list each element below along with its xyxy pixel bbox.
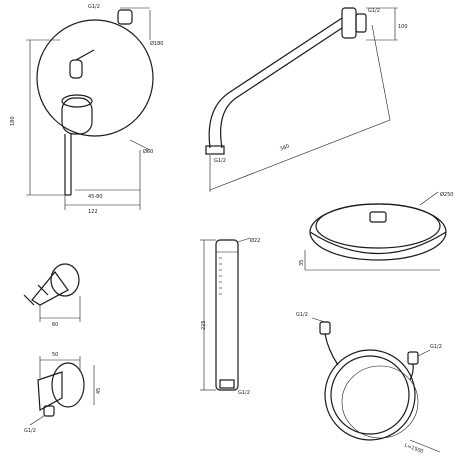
- wall-outlet-drawing: 50 45 G1/2: [24, 352, 102, 434]
- hose-end-a: [319, 321, 331, 335]
- mixer-width-label: 122: [88, 209, 98, 215]
- head-connector: [369, 211, 387, 223]
- head-diameter-label: Ø250: [440, 191, 453, 198]
- hose-length-leader: [409, 439, 441, 453]
- shower-head-drawing: Ø250 35: [299, 191, 453, 271]
- outlet-thread-leader: [29, 415, 45, 426]
- hose-loop-inner: [330, 355, 410, 435]
- arm-length-dim-line: [209, 119, 391, 191]
- mixer-cover-plate: [36, 19, 154, 137]
- mixer-handle-top: [61, 94, 93, 108]
- hose-end-b: [407, 351, 419, 365]
- hose-b-leader: [417, 349, 431, 357]
- arm-wall-nut: [355, 13, 367, 33]
- outlet-height-label: 45: [96, 388, 102, 394]
- mixer-dia-leader: [129, 139, 151, 151]
- mixer-diameter-label: Ø180: [150, 40, 163, 47]
- mixer-handle-dia-label: Ø60: [143, 148, 153, 155]
- arm-height-label: 100: [398, 24, 408, 30]
- outlet-thread: [43, 405, 55, 417]
- arm-tube-upper: [208, 17, 343, 149]
- shower-arm-drawing: 380 G1/2 100 G1/2: [205, 7, 408, 192]
- mixer-height-label: 180: [10, 116, 16, 126]
- arm-tube-lower: [220, 27, 343, 149]
- hand-shower-dia-leader: [237, 237, 251, 243]
- holder-wall-plate: [50, 263, 80, 297]
- head-inner-rim: [315, 203, 441, 249]
- wall-holder-drawing: 60: [23, 263, 81, 328]
- hose-end-b-tube: [409, 363, 414, 381]
- hand-shower-dia-label: Ø22: [250, 237, 260, 244]
- holder-bracket: [31, 271, 69, 306]
- hand-shower-drawing: 225 Ø22 G1/2: [200, 237, 260, 396]
- hand-shower-body: [215, 239, 239, 391]
- hose-a-leader: [311, 317, 326, 323]
- mixer-handle-body: [61, 97, 93, 135]
- hose-loop-back: [341, 365, 419, 439]
- hose-drawing: G1/2 G1/2 L=1500: [296, 312, 442, 455]
- hand-shower-nozzles: [219, 257, 222, 295]
- hand-shower-thread: [219, 379, 235, 389]
- hose-thread-b-label: G1/2: [430, 344, 442, 350]
- mixer-drawing: 180 122 45-80 G1/2 Ø180 Ø60: [10, 4, 163, 215]
- holder-clip-right: [37, 284, 49, 296]
- outlet-thread-label: G1/2: [24, 428, 36, 434]
- diverter-knob: [69, 59, 83, 79]
- outlet-wall-plate: [51, 362, 85, 408]
- mixer-thread-label: G1/2: [88, 4, 100, 10]
- head-dia-leader: [419, 191, 439, 206]
- outlet-width-label: 50: [52, 352, 58, 358]
- arm-thread-label: G1/2: [368, 8, 380, 14]
- head-height-label: 35: [299, 260, 305, 266]
- hand-shower-length-label: 225: [201, 320, 207, 330]
- hand-shower-thread-label: G1/2: [238, 390, 250, 396]
- arm-wall-flange: [341, 7, 357, 39]
- holder-width-label: 60: [52, 322, 58, 328]
- arm-outlet-nut: [205, 145, 225, 155]
- hose-end-a-tube: [324, 333, 339, 366]
- arm-length-ext-right: [371, 24, 391, 121]
- hose-thread-a-label: G1/2: [296, 312, 308, 318]
- head-bottom-curve: [309, 231, 447, 254]
- outlet-body: [37, 371, 63, 411]
- arm-length-label: 380: [279, 143, 290, 152]
- mixer-top-stub: [117, 9, 133, 25]
- mixer-depth-label: 45-80: [88, 194, 103, 200]
- arm-outlet-label: G1/2: [214, 158, 226, 164]
- diverter-lever: [75, 49, 95, 61]
- hose-loop-outer: [324, 349, 416, 441]
- holder-clip-left: [23, 294, 35, 306]
